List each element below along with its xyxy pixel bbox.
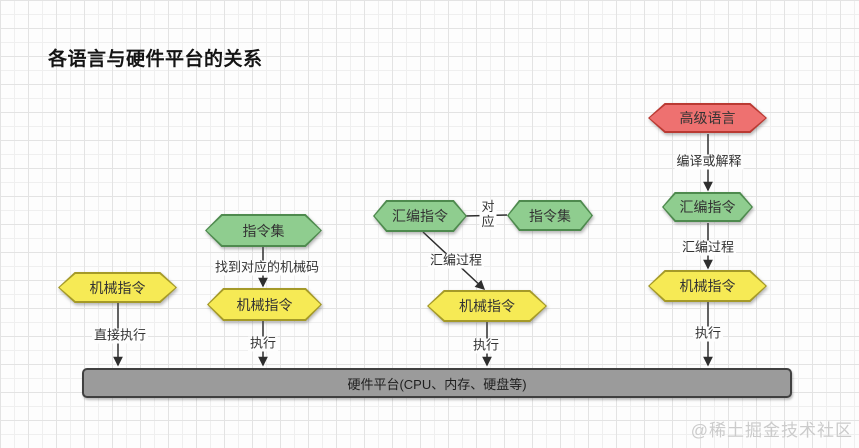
edge-label-correspond: 对应 [479,199,497,230]
hardware-platform-label: 硬件平台(CPU、内存、硬盘等) [347,376,527,392]
page-title: 各语言与硬件平台的关系 [48,49,263,70]
edge-label-compile-or-interpret: 编译或解释 [674,153,744,170]
edge-label-assembly-process-col3: 汇编过程 [427,252,485,269]
hexagon-high-level-language-col4: 高级语言 [648,103,767,133]
hexagon-machine-instruction-col1: 机械指令 [58,272,177,303]
hexagon-instruction-set-col3: 指令集 [507,200,593,231]
hexagon-machine-instruction-col3: 机械指令 [427,290,547,322]
node-label: 机械指令 [236,296,293,313]
node-label: 机械指令 [459,298,515,314]
hexagon-instruction-set-col2: 指令集 [205,214,322,247]
hexagon-machine-instruction-col4: 机械指令 [648,270,767,302]
node-label: 汇编指令 [392,208,448,224]
node-label: 汇编指令 [679,199,736,215]
node-label: 指令集 [242,222,285,239]
node-label: 机械指令 [679,278,736,294]
node-label: 机械指令 [89,279,146,296]
edge-label-find-machine-code: 找到对应的机械码 [212,259,322,276]
node-label: 指令集 [529,207,571,224]
edge-label-execute-col3: 执行 [470,337,502,354]
edge-label-execute-col4: 执行 [692,325,724,342]
juejin-watermark: @稀土掘金技术社区 [690,421,853,440]
hardware-platform-bar: 硬件平台(CPU、内存、硬盘等) [82,368,792,398]
edge-label-execute-col2: 执行 [247,335,279,352]
hexagon-machine-instruction-col2: 机械指令 [207,288,322,321]
hexagon-assembly-instruction-col3: 汇编指令 [373,200,467,232]
edge-label-direct-execute: 直接执行 [91,327,149,344]
edge-label-assembly-process-col4: 汇编过程 [679,239,737,256]
hexagon-assembly-instruction-col4: 汇编指令 [662,192,753,222]
node-label: 高级语言 [679,110,736,126]
